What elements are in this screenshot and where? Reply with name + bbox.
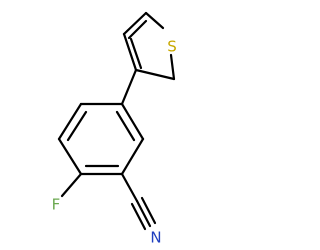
bond-c-cn <box>120 172 139 203</box>
bond-c-f <box>60 172 83 198</box>
atom-label-fluorine: F <box>52 196 61 214</box>
bond-benzene-c3-c4 <box>57 137 83 176</box>
bond-benzene-c6-c1 <box>120 102 145 141</box>
atom-label-sulfur: S <box>167 38 177 56</box>
bond-benzene-c6-c1-double <box>115 110 136 142</box>
bond-benzene-c2-c3-double <box>66 110 88 142</box>
bond-nitrile-2 <box>130 202 147 231</box>
bonds <box>57 11 176 231</box>
bond-thiophene-c5-c4-double <box>127 19 148 40</box>
bond-thiophene-c4-c3 <box>122 32 138 72</box>
molecule-drawing: S F N <box>52 11 177 247</box>
bond-thiophene-c5-c4 <box>122 11 148 36</box>
bond-thiophene-s-c5 <box>144 11 165 30</box>
structure-diagram: S F N <box>52 11 177 247</box>
bond-benzene-c5-c6 <box>120 137 145 176</box>
bond-nitrile-1 <box>135 199 152 228</box>
bond-nitrile-3 <box>140 196 157 225</box>
bond-ring-link <box>120 68 138 106</box>
atom-label-nitrogen: N <box>150 229 161 247</box>
bond-thiophene-c4-c3-double <box>129 37 143 70</box>
bond-benzene-c2-c3 <box>57 102 83 141</box>
bond-thiophene-c2-s <box>169 53 176 81</box>
atom-labels: S F N <box>52 38 177 247</box>
bond-thiophene-c3-c2 <box>134 68 176 81</box>
